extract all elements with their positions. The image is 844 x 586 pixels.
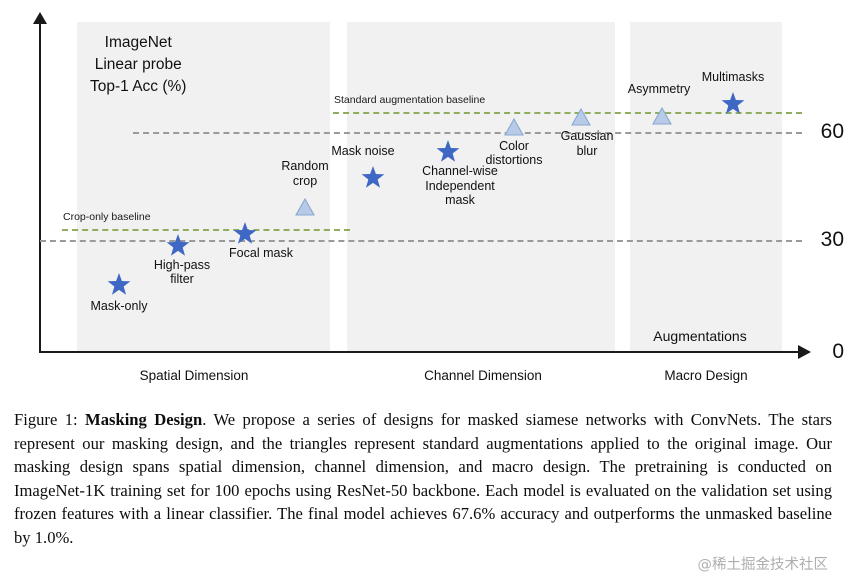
marker-triangle-asymmetry <box>651 106 673 126</box>
figure-caption: Figure 1: Masking Design. We propose a s… <box>14 408 832 549</box>
gridline-30 <box>40 240 802 242</box>
gridline-60 <box>133 132 802 134</box>
marker-triangle-color-distortions <box>503 117 525 137</box>
caption-bold-title: Masking Design <box>85 410 203 429</box>
caption-prefix: Figure 1: <box>14 410 86 429</box>
marker-star-high-pass-filter <box>164 232 192 260</box>
marker-label-asymmetry: Asymmetry <box>627 81 691 96</box>
standard-augmentation-baseline-line <box>333 112 802 114</box>
marker-star-multimasks <box>719 90 747 118</box>
y-tick-label-30: 30 <box>820 228 844 251</box>
marker-label-high-pass-filter: High-pass filter <box>153 257 211 287</box>
x-axis-arrow-icon <box>798 345 811 359</box>
y-tick-label-60: 60 <box>820 120 844 143</box>
marker-star-channel-wise-independent-mask <box>434 138 462 166</box>
marker-label-gaussian-blur: Gaussian blur <box>560 129 614 159</box>
band-macro-design <box>630 22 782 352</box>
chart-title: ImageNet Linear probe Top-1 Acc (%) <box>90 34 187 95</box>
marker-label-color-distortions: Color distortions <box>485 138 543 168</box>
watermark: @稀土掘金技术社区 <box>697 557 829 573</box>
crop-only-baseline-line <box>62 229 350 231</box>
crop-only-baseline-label: Crop-only baseline <box>63 211 151 223</box>
standard-augmentation-baseline-label: Standard augmentation baseline <box>334 94 486 106</box>
marker-triangle-gaussian-blur <box>570 107 592 127</box>
category-label-macro-design: Macro Design <box>664 368 748 383</box>
y-tick-label-0: 0 <box>832 340 844 363</box>
y-axis-line <box>39 22 41 353</box>
marker-triangle-random-crop <box>294 197 316 217</box>
marker-label-channel-wise-independent-mask: Channel-wise Independent mask <box>422 163 498 208</box>
figure-panel: 0 30 60 Crop-only baseline Standard augm… <box>33 12 844 383</box>
marker-label-mask-noise: Mask noise <box>331 143 395 158</box>
marker-label-random-crop: Random crop <box>281 159 329 188</box>
marker-star-mask-only <box>105 271 133 299</box>
x-axis-line <box>40 351 800 353</box>
marker-label-multimasks: Multimasks <box>701 70 765 85</box>
category-label-channel-dimension: Channel Dimension <box>424 368 542 383</box>
marker-star-mask-noise <box>359 164 387 192</box>
band-channel-dimension <box>347 22 615 352</box>
marker-star-focal-mask <box>231 220 259 248</box>
marker-label-focal-mask: Focal mask <box>229 245 293 260</box>
marker-label-mask-only: Mask-only <box>90 299 148 314</box>
x-axis-note: Augmentations <box>653 328 747 344</box>
band-spatial-dimension <box>77 22 330 352</box>
caption-body: . We propose a series of designs for mas… <box>14 410 833 547</box>
y-axis-arrow-icon <box>33 12 47 24</box>
category-label-spatial-dimension: Spatial Dimension <box>139 368 249 383</box>
